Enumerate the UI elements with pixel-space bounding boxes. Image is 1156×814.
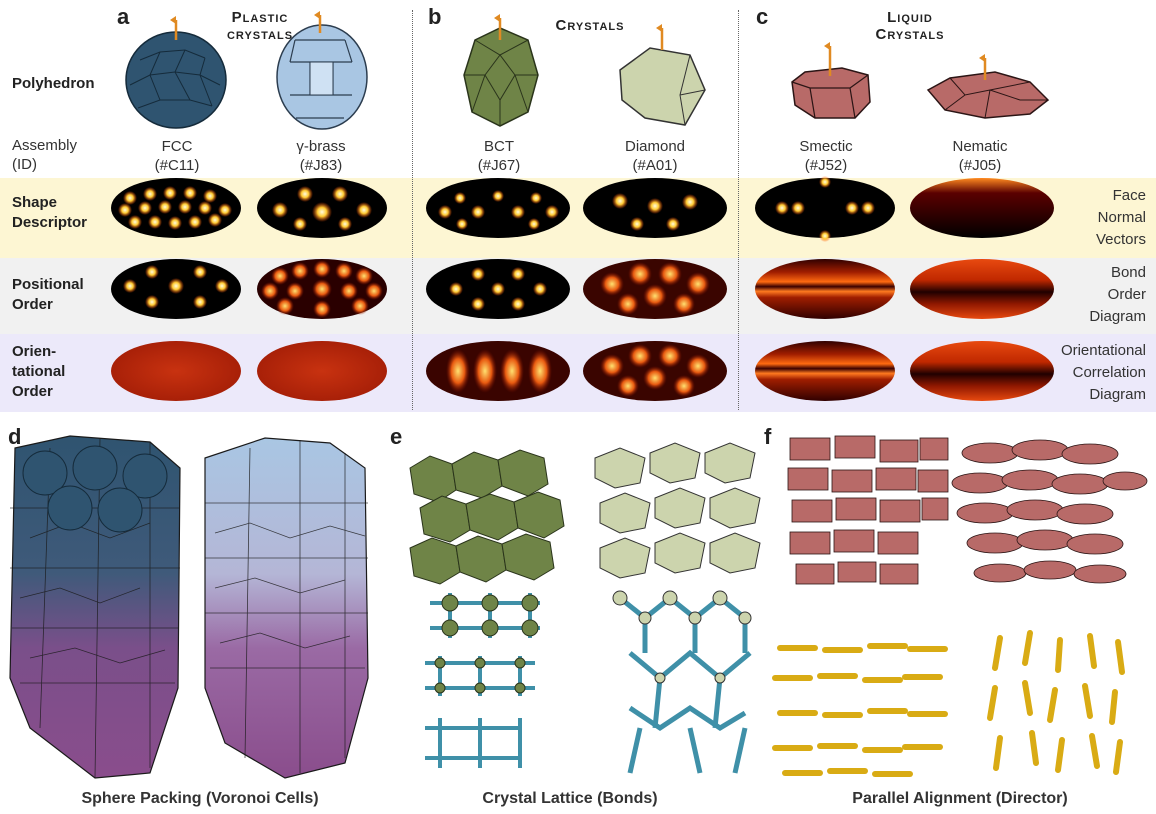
shape-descriptor-smectic	[755, 176, 895, 242]
assembly-label-nematic: Nematic(#J05)	[925, 137, 1035, 175]
polyhedron-bct	[464, 18, 538, 126]
assembly-label-bct: BCT(#J67)	[444, 137, 554, 175]
polyhedron-gamma-brass	[277, 15, 367, 129]
positional-order-bct	[426, 259, 570, 319]
assembly-label-smectic: Smectic(#J52)	[771, 137, 881, 175]
assembly-id: (#C11)	[122, 156, 232, 175]
assembly-label-diamond: Diamond(#A01)	[600, 137, 710, 175]
diagram-grid	[0, 176, 1156, 416]
orientational-order-diamond	[583, 341, 727, 401]
bottom-illustrations	[0, 428, 1156, 798]
assembly-label-fcc: FCC(#C11)	[122, 137, 232, 175]
lattice-bct	[410, 450, 564, 768]
positional-order-gamma-brass	[257, 259, 387, 319]
polyhedron-smectic	[792, 46, 870, 118]
shape-descriptor-diamond	[583, 178, 727, 238]
assembly-id: (#A01)	[600, 156, 710, 175]
polyhedron-nematic	[928, 58, 1048, 118]
row-label-assembly-line2: (ID)	[12, 155, 77, 174]
polyhedron-fcc	[126, 20, 226, 128]
orientational-order-bct	[426, 341, 570, 401]
polyhedron-diamond	[620, 28, 705, 125]
shape-descriptor-gamma-brass	[257, 178, 387, 238]
voronoi-stack-fcc	[10, 436, 180, 778]
director-nematic	[952, 440, 1147, 772]
row-label-assembly: Assembly (ID)	[12, 136, 77, 174]
shape-descriptor-fcc	[111, 178, 241, 238]
positional-order-diamond	[583, 259, 727, 319]
caption-crystal-lattice: Crystal Lattice (Bonds)	[420, 790, 720, 808]
shape-descriptor-nematic	[910, 178, 1054, 238]
lattice-diamond	[595, 443, 760, 773]
orientational-order-nematic	[910, 341, 1054, 401]
assembly-id: (#J05)	[925, 156, 1035, 175]
caption-parallel-alignment: Parallel Alignment (Director)	[790, 790, 1130, 808]
positional-order-nematic	[910, 259, 1054, 319]
polyhedra-row	[0, 0, 1156, 140]
director-smectic	[775, 436, 948, 774]
orientational-order-smectic	[755, 341, 895, 401]
positional-order-smectic	[755, 259, 895, 319]
assembly-label-gamma-brass: γ-brass(#J83)	[266, 137, 376, 175]
positional-order-fcc	[111, 259, 241, 319]
orientational-order-gamma-brass	[257, 341, 387, 401]
assembly-id: (#J52)	[771, 156, 881, 175]
assembly-id: (#J67)	[444, 156, 554, 175]
caption-sphere-packing: Sphere Packing (Voronoi Cells)	[20, 790, 380, 808]
orientational-order-fcc	[111, 341, 241, 401]
assembly-id: (#J83)	[266, 156, 376, 175]
voronoi-stack-gamma-brass	[205, 438, 368, 778]
shape-descriptor-bct	[426, 178, 570, 238]
